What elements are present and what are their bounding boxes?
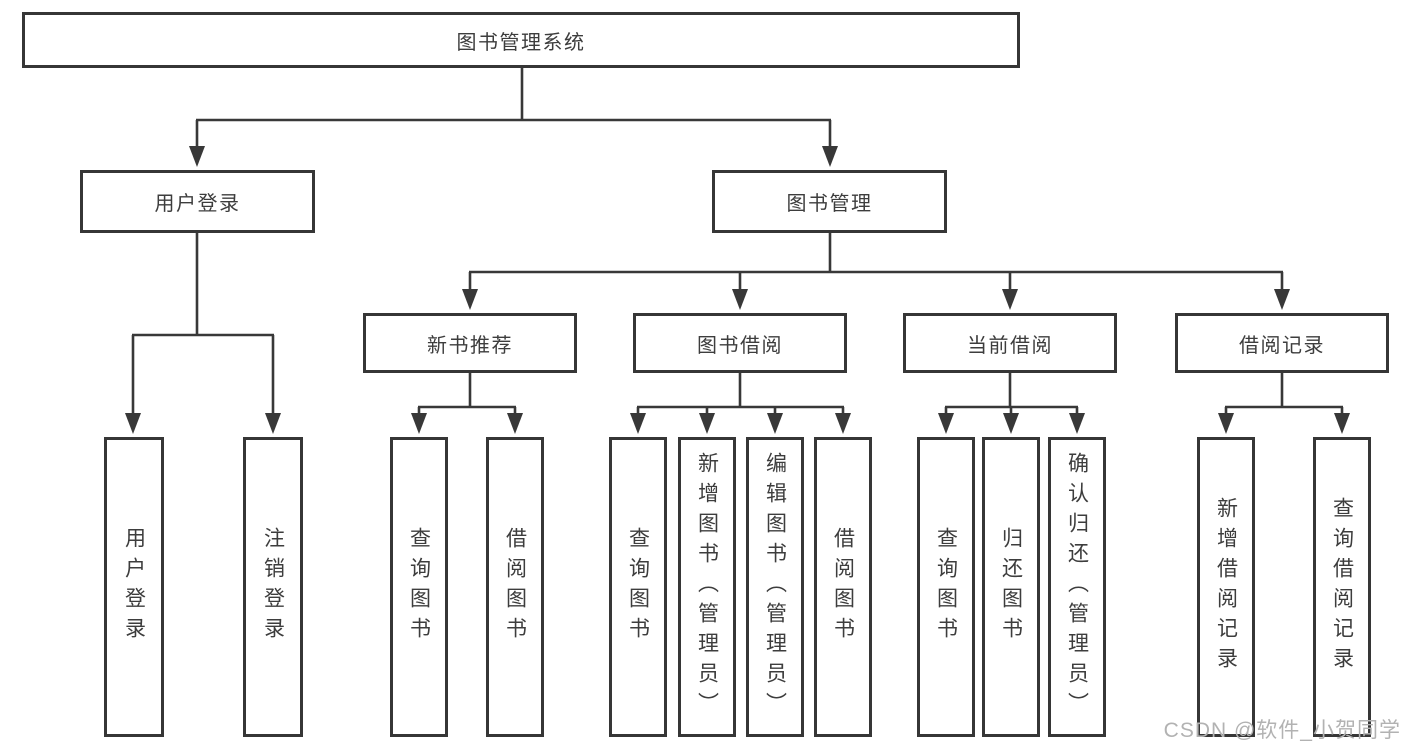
node-user-login: 用户登录: [80, 170, 315, 233]
node-label: 查询图书: [626, 527, 650, 647]
node-label: 查询借阅记录: [1330, 497, 1354, 677]
leaf-add-borrow-record: 新增借阅记录: [1197, 437, 1255, 737]
leaf-return-book: 归还图书: [982, 437, 1040, 737]
leaf-borrow-books-recommend: 借阅图书: [486, 437, 544, 737]
node-label: 借阅图书: [831, 527, 855, 647]
node-label: 归还图书: [999, 527, 1023, 647]
node-label: 编辑图书（管理员）: [763, 452, 787, 722]
leaf-query-books-borrow: 查询图书: [609, 437, 667, 737]
leaf-add-book-admin: 新增图书（管理员）: [678, 437, 736, 737]
node-book-management: 图书管理: [712, 170, 947, 233]
node-label: 新增借阅记录: [1214, 497, 1238, 677]
node-label: 用户登录: [122, 527, 146, 647]
node-label: 新增图书（管理员）: [695, 452, 719, 722]
node-root-library-system: 图书管理系统: [22, 12, 1020, 68]
leaf-edit-book-admin: 编辑图书（管理员）: [746, 437, 804, 737]
node-label: 图书管理系统: [456, 31, 586, 54]
node-borrow-records: 借阅记录: [1175, 313, 1389, 373]
leaf-user-login: 用户登录: [104, 437, 164, 737]
leaf-query-books-recommend: 查询图书: [390, 437, 448, 737]
node-label: 确认归还（管理员）: [1065, 452, 1089, 722]
node-label: 查询图书: [934, 527, 958, 647]
leaf-logout: 注销登录: [243, 437, 303, 737]
leaf-confirm-return-admin: 确认归还（管理员）: [1048, 437, 1106, 737]
node-label: 图书管理: [786, 193, 873, 215]
node-label: 图书借阅: [697, 334, 783, 357]
node-label: 用户登录: [154, 193, 241, 215]
leaf-borrow-books: 借阅图书: [814, 437, 872, 737]
node-book-borrow: 图书借阅: [633, 313, 847, 373]
node-label: 注销登录: [261, 527, 285, 647]
node-label: 借阅图书: [503, 527, 527, 647]
leaf-query-borrow-record: 查询借阅记录: [1313, 437, 1371, 737]
node-label: 借阅记录: [1239, 334, 1325, 357]
leaf-query-books-current: 查询图书: [917, 437, 975, 737]
node-current-borrow: 当前借阅: [903, 313, 1117, 373]
csdn-watermark: CSDN @软件_小贺同学: [1163, 719, 1401, 742]
node-label: 查询图书: [407, 527, 431, 647]
node-label: 新书推荐: [427, 334, 513, 357]
node-new-book-recommend: 新书推荐: [363, 313, 577, 373]
node-label: 当前借阅: [967, 334, 1053, 357]
